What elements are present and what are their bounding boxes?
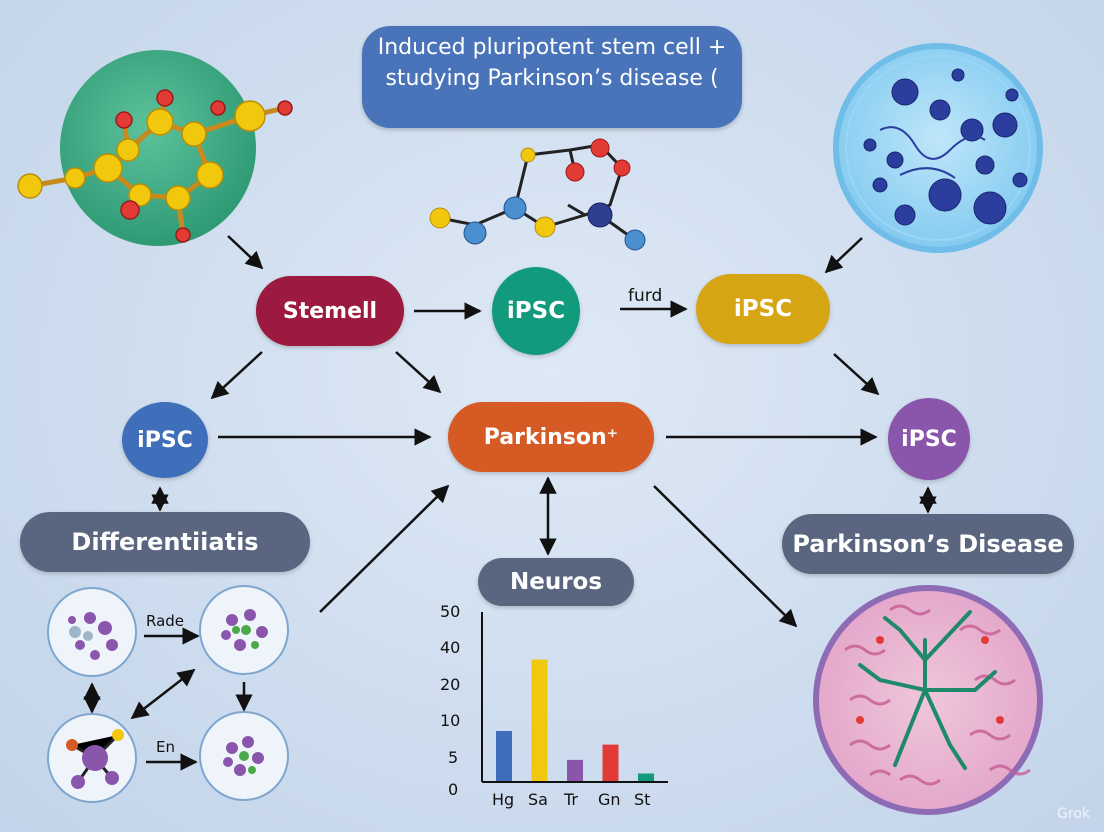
- node-ipsc-far-right-label: iPSC: [901, 426, 957, 452]
- node-ipsc-center-label: iPSC: [506, 298, 566, 324]
- node-differentiatis: Differentiiatis: [20, 512, 310, 572]
- arrow-cell3-cell2: [130, 668, 196, 720]
- chart-y-tick: 5: [448, 748, 459, 767]
- arrow-parkinson-to-neuron: [653, 485, 798, 628]
- cell-cluster-1: [47, 587, 137, 677]
- chart-bar-st: [638, 773, 654, 782]
- diagram-title-text: Induced pluripotent stem cell + studying…: [377, 35, 727, 91]
- bar-chart: [481, 612, 668, 783]
- arrows: [83, 235, 937, 771]
- node-ipsc-right-label: iPSC: [733, 296, 793, 322]
- cell-molecule-3: [47, 713, 137, 803]
- chart-bar-sa: [531, 659, 548, 782]
- watermark-text: Grok: [1057, 806, 1090, 822]
- node-parkinsons-disease: Parkinson’s Disease: [782, 514, 1074, 574]
- arrow-label-rade: Rade: [146, 612, 185, 630]
- arrow-label-en: En: [156, 738, 175, 756]
- node-parkinson-center: Parkinson⁺: [448, 402, 654, 472]
- arrow-ipsc-right-to-ipsc-far: [833, 353, 880, 396]
- chart-x-tick: St: [634, 790, 651, 809]
- cell-cluster-4: [199, 711, 289, 801]
- chart-y-tick: 10: [440, 711, 461, 730]
- node-ipsc-far-right: iPSC: [888, 398, 970, 480]
- arrow-label-furd: furd: [628, 286, 663, 306]
- chart-x-tick: Sa: [528, 790, 548, 809]
- chart-y-tick: 0: [448, 780, 459, 799]
- node-neuros-label: Neuros: [509, 569, 603, 595]
- molecule-sphere-illustration: [17, 50, 293, 246]
- arrow-cell-to-ipsc: [824, 237, 863, 274]
- arrow-stemell-to-parkinson: [395, 351, 442, 394]
- node-stemell-label: Stemell: [282, 298, 378, 324]
- node-neuros: Neuros: [478, 558, 634, 606]
- chart-y-tick: 20: [440, 675, 461, 694]
- node-ipsc-center: iPSC: [492, 267, 580, 355]
- chart-bar-gn: [602, 744, 619, 782]
- node-differentiatis-label: Differentiiatis: [71, 528, 259, 556]
- chart-x-tick: Gn: [598, 790, 621, 809]
- chart-bar-tr: [567, 759, 583, 782]
- neuron-tissue-illustration: [813, 585, 1043, 815]
- diagram-title: Induced pluripotent stem cell + studying…: [362, 26, 742, 128]
- node-stemell: Stemell: [256, 276, 404, 346]
- node-ipsc-left-label: iPSC: [137, 427, 193, 453]
- arrow-sphere-to-stemell: [227, 235, 264, 270]
- center-molecule-illustration: [429, 138, 646, 251]
- chart-y-tick: 40: [440, 638, 461, 657]
- cell-cluster-2: [199, 585, 289, 675]
- node-parkinsons-disease-label: Parkinson’s Disease: [792, 530, 1064, 558]
- cell-illustration: [833, 43, 1043, 253]
- node-ipsc-right: iPSC: [696, 274, 830, 344]
- chart-y-tick: 50: [440, 602, 461, 621]
- node-parkinson-center-label: Parkinson⁺: [483, 424, 619, 450]
- arrow-stemell-to-ipsc-left: [210, 351, 263, 400]
- chart-bar-hg: [496, 731, 512, 782]
- arrow-cells-to-parkinson: [319, 484, 450, 613]
- chart-x-tick: Hg: [492, 790, 515, 809]
- node-ipsc-left: iPSC: [122, 402, 208, 478]
- chart-x-tick: Tr: [564, 790, 578, 809]
